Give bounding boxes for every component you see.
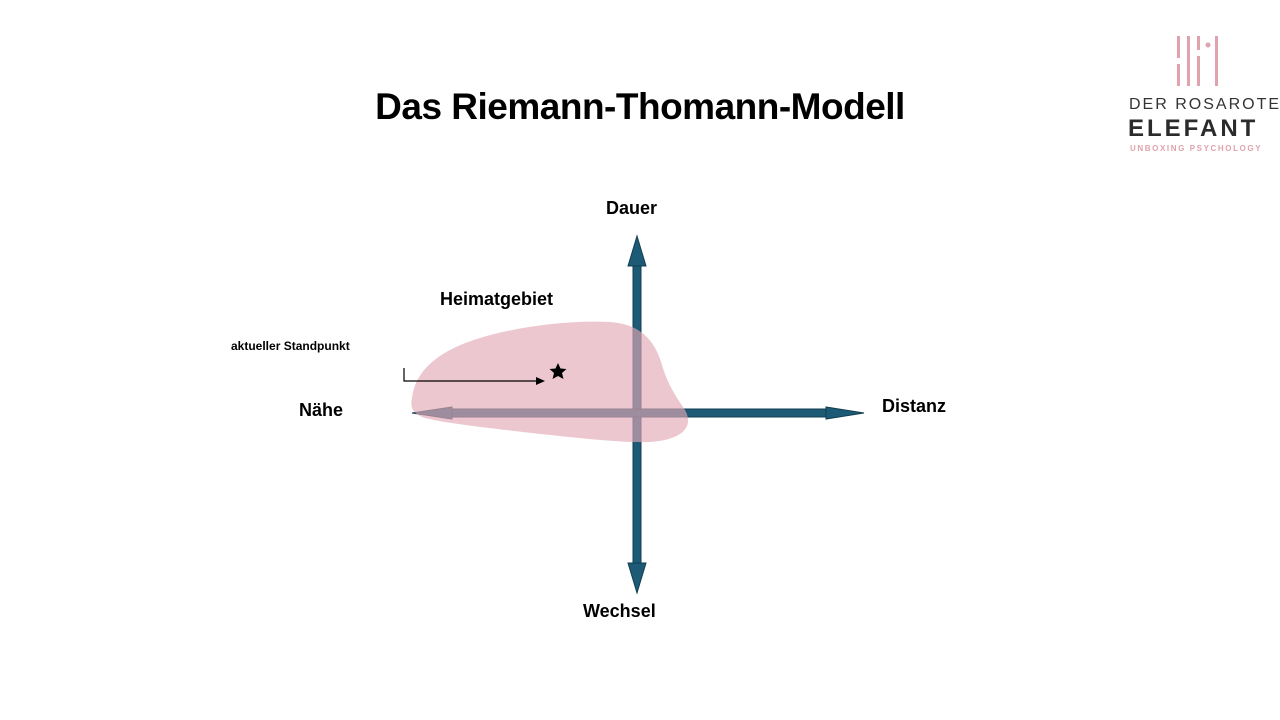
axis-label-right: Distanz [882, 396, 947, 416]
axis-label-bottom: Wechsel [583, 601, 656, 621]
logo-line2: ELEFANT [1128, 115, 1259, 142]
page-title: Das Riemann-Thomann-Modell [375, 86, 905, 127]
star-icon [549, 363, 567, 379]
pointer-arrowhead [536, 377, 545, 385]
logo-line1: DER ROSAROTE [1129, 96, 1280, 113]
pointer-line [403, 368, 538, 382]
heimatgebiet-region [411, 321, 689, 443]
axis-label-left: Nähe [299, 400, 344, 420]
logo-line3: UNBOXING PSYCHOLOGY [1130, 144, 1263, 153]
logo-mark [1177, 36, 1218, 86]
axis-label-top: Dauer [606, 198, 658, 218]
marker-label: aktueller Standpunkt [231, 339, 350, 353]
region-label: Heimatgebiet [440, 289, 554, 309]
